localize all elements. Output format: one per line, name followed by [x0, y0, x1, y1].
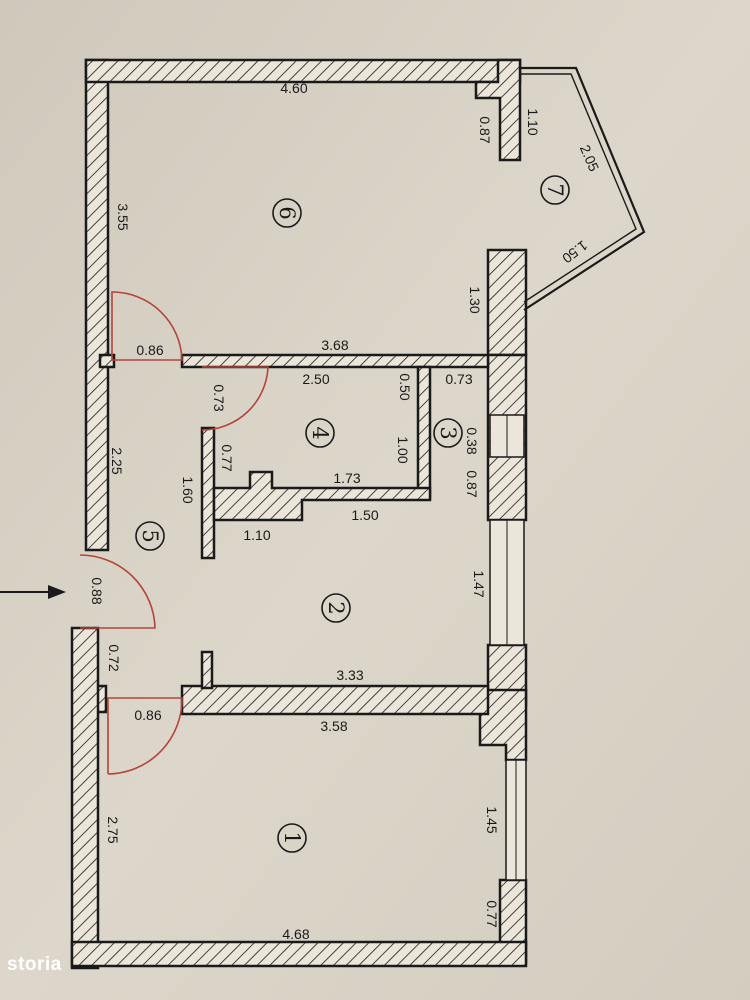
dim-room5-height: 2.25: [109, 447, 125, 474]
wall-left-upper: [84, 58, 110, 552]
doors: [79, 291, 269, 775]
room-number-7: 7: [543, 183, 567, 196]
wall-room4-right: [416, 365, 432, 499]
dim-room1-bottom: 4.68: [282, 926, 309, 942]
room-circle-3: [433, 418, 463, 448]
room-circle-4: [305, 418, 335, 448]
wall-left-lower: [70, 626, 100, 970]
wall-right-room6: [486, 248, 528, 357]
dim-room1-left: 2.75: [105, 816, 121, 843]
wall-room6-divider-left: [98, 353, 116, 369]
dimensions: 4.60 3.55 0.87 1.10 1.30 0.86 2.05 1.50 …: [89, 80, 602, 942]
dim-room5-left: 1.60: [180, 476, 196, 503]
dim-room4-inner-top: 2.50: [302, 371, 329, 387]
door-room4: [201, 366, 269, 431]
dim-room4-step: 0.50: [397, 373, 413, 400]
room-number-6: 6: [275, 206, 299, 219]
dim-room3-b: 0.87: [464, 470, 480, 497]
dim-room1-top: 3.58: [320, 718, 347, 734]
room-circle-2: [321, 593, 351, 623]
dim-room6-top: 4.60: [280, 80, 307, 96]
wall-top: [84, 58, 522, 84]
dim-room3-a: 0.38: [464, 427, 480, 454]
wall-room4-left: [200, 426, 216, 560]
wall-room6-divider: [180, 353, 490, 369]
dim-room3-top: 0.73: [445, 371, 472, 387]
dim-room4-bottom: 1.73: [333, 470, 360, 486]
dim-room6-door: 0.86: [136, 342, 163, 358]
dim-room4-left: 0.77: [219, 444, 235, 471]
balcony-outline-inner: [520, 73, 637, 303]
door-room1: [107, 697, 183, 775]
dim-room6-niche-right: 1.10: [525, 108, 541, 135]
dim-room1-right: 1.45: [484, 806, 500, 833]
dim-room1-right-lower: 0.77: [484, 900, 500, 927]
dim-room6-left: 3.55: [115, 203, 131, 230]
room-circle-7: [540, 175, 570, 205]
wall-room1-top: [180, 684, 490, 716]
wall-room4-bottom: [212, 470, 432, 522]
dim-room4-top: 3.68: [321, 337, 348, 353]
dim-room2-width-inner: 1.50: [351, 507, 378, 523]
dim-room2-bottom: 3.33: [336, 667, 363, 683]
door-room6: [111, 291, 183, 361]
dim-room4-right: 1.00: [395, 436, 411, 463]
dim-room6-niche-depth: 0.87: [477, 116, 493, 143]
balcony-outline-outer: [520, 66, 646, 311]
windows: [489, 66, 646, 881]
walls: [70, 58, 528, 970]
wall-top-right-niche: [474, 58, 522, 162]
dim-room5-door: 0.86: [134, 707, 161, 723]
room-numbers: 6 7 4 3 5 2 1: [135, 175, 570, 853]
watermark-logo: storia: [7, 954, 62, 975]
dim-room5-entry: 0.88: [89, 577, 105, 604]
dim-room4-door: 0.73: [211, 384, 227, 411]
dim-room2-right: 1.47: [471, 570, 487, 597]
room-circle-6: [272, 198, 302, 228]
room-circle-5: [135, 521, 165, 551]
room-number-1: 1: [280, 831, 304, 844]
room-circle-1: [277, 823, 307, 853]
wall-bottom: [70, 940, 528, 968]
wall-stub-room2: [200, 650, 214, 690]
room-number-5: 5: [138, 529, 162, 542]
room-number-4: 4: [308, 426, 332, 439]
room-number-2: 2: [324, 601, 348, 614]
door-entry: [79, 554, 156, 629]
room-number-3: 3: [436, 426, 460, 439]
dim-room5-bottom: 1.10: [243, 527, 270, 543]
dim-room6-right-lower: 1.30: [467, 286, 483, 313]
entry-arrow: [0, 585, 66, 599]
dim-room5-lower: 0.72: [106, 644, 122, 671]
